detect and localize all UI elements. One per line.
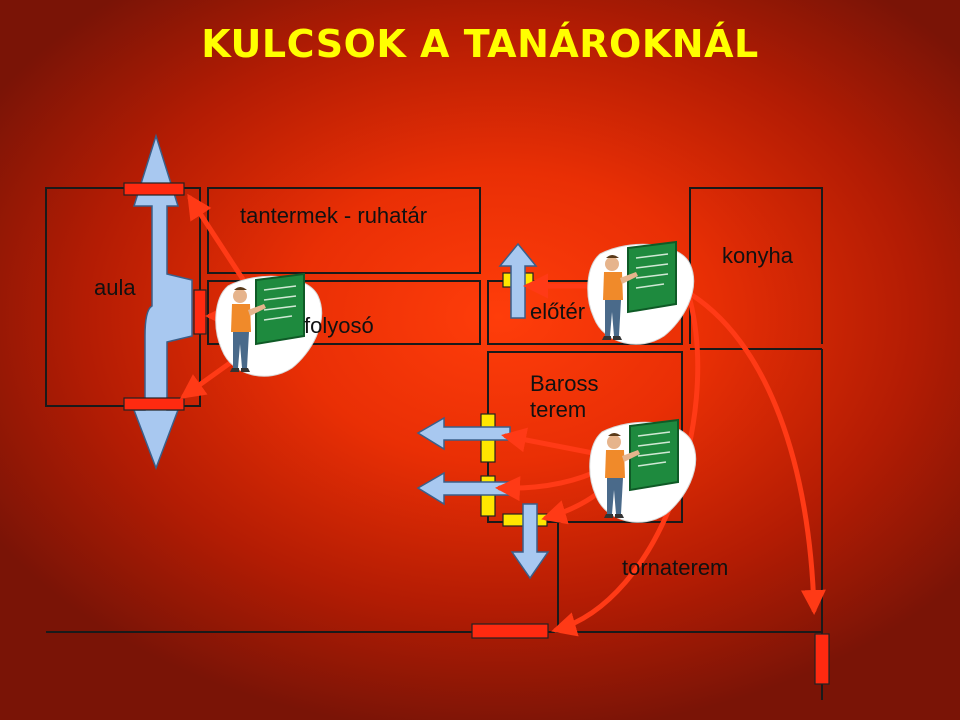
arrow-to-baross-door-2 <box>495 465 607 502</box>
door-konyha <box>814 633 830 685</box>
arrow-baross-left-1 <box>416 416 511 451</box>
aula-double-arrow <box>132 133 193 471</box>
label-aula: aula <box>94 275 136 300</box>
arrow-eloter-up <box>498 242 538 319</box>
label-eloter: előtér <box>530 299 586 324</box>
door-folyoso <box>193 289 207 335</box>
door-aula-top <box>123 182 185 196</box>
arrow-to-konyha-door <box>681 287 826 615</box>
arrow-to-aula-top <box>187 193 249 287</box>
key-doors <box>123 182 830 685</box>
label-folyoso: folyosó <box>304 313 374 338</box>
door-tornaterem <box>471 623 549 639</box>
arrow-to-baross-door-1 <box>501 427 601 457</box>
arrow-baross-left-2 <box>416 471 511 506</box>
exit-arrows <box>416 242 550 580</box>
label-konyha: konyha <box>722 243 793 268</box>
label-tantermek: tantermek - ruhatár <box>240 203 428 228</box>
label-tornaterem: tornaterem <box>622 555 729 580</box>
room-tantermek <box>207 187 481 274</box>
teacher-at-board-icon <box>588 419 697 524</box>
label-baross-line2: terem <box>530 397 587 422</box>
label-baross-line1: Baross <box>530 371 599 396</box>
door-aula-bottom <box>123 397 185 411</box>
slide-title: KULCSOK A TANÁROKNÁL <box>201 22 759 66</box>
teacher-at-board-icon <box>586 241 695 346</box>
arrow-baross-down <box>510 503 550 580</box>
